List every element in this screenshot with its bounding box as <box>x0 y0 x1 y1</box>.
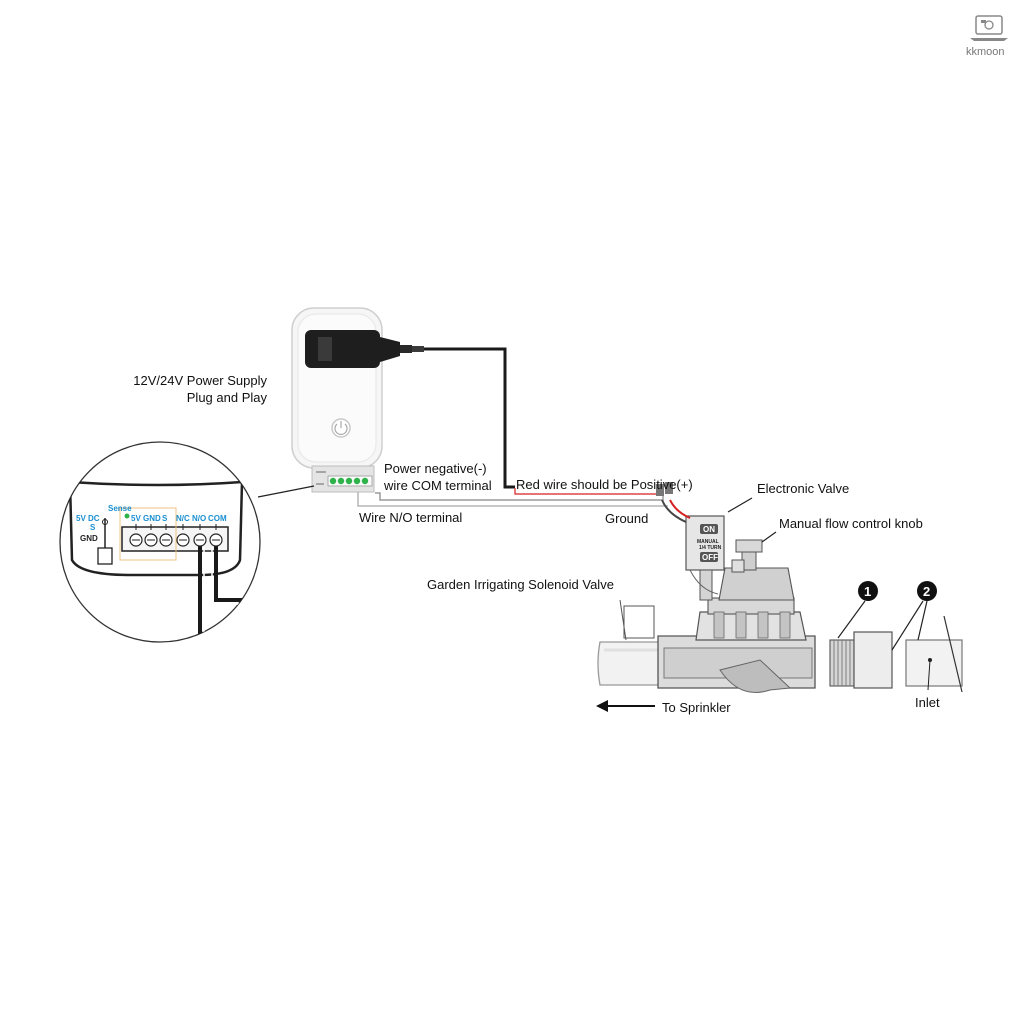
zoom-pointer-line <box>257 485 315 498</box>
threaded-fitting-1 <box>829 631 893 689</box>
no-terminal-label: Wire N/O terminal <box>359 510 462 525</box>
laptop-camera-icon <box>970 15 1008 41</box>
terminal-label-com: COM <box>208 514 227 523</box>
flow-control-knob <box>731 539 763 573</box>
red-wire-label: Red wire should be Positive(+) <box>516 477 693 492</box>
solenoid-coil: ON MANUAL 1/4 TURN OFF <box>656 482 725 601</box>
manual-knob-pointer <box>761 531 777 543</box>
power-plug <box>305 330 424 368</box>
power-supply-label-1: 12V/24V Power Supply <box>133 373 267 388</box>
manual-label: MANUAL <box>697 539 719 545</box>
brand-name: kkmoon <box>966 46 1005 58</box>
terminal-label-s: S <box>162 514 168 523</box>
inlet-label: Inlet <box>915 695 940 710</box>
red-wire <box>514 488 663 495</box>
svg-text:2: 2 <box>923 584 930 599</box>
power-button-icon <box>331 418 351 438</box>
outlet-pipe <box>597 599 671 686</box>
jack-label-s: S <box>90 523 96 532</box>
terminal-label-nc: N/C <box>176 514 190 523</box>
terminal-label-5v: 5V <box>131 514 141 523</box>
electronic-valve-label: Electronic Valve <box>757 481 849 496</box>
solenoid-valve-body <box>657 567 816 693</box>
terminal-screws <box>129 533 223 547</box>
no-wire <box>357 492 668 507</box>
power-supply-label-2: Plug and Play <box>187 390 268 405</box>
turn-label: 1/4 TURN <box>699 545 722 551</box>
power-negative-label-2: wire COM terminal <box>383 478 492 493</box>
sense-label: Sense <box>108 504 132 513</box>
inlet-pipe <box>905 615 963 693</box>
terminal-label-no: N/O <box>192 514 206 523</box>
controller-terminal-block <box>311 465 375 493</box>
on-button: ON <box>700 524 718 534</box>
to-sprinkler-arrow-icon <box>596 700 655 712</box>
svg-text:1: 1 <box>864 584 871 599</box>
on-label: ON <box>703 525 715 534</box>
to-sprinkler-label: To Sprinkler <box>662 700 731 715</box>
off-button: OFF <box>700 552 718 562</box>
power-supply-adapter <box>291 307 424 493</box>
terminal-zoom-view: Sense 5V GND S N/C N/O COM 5V DC S GND <box>59 441 261 643</box>
power-cable <box>424 347 515 489</box>
brand-logo: kkmoon <box>966 15 1008 58</box>
terminal-label-gnd: GND <box>143 514 161 523</box>
power-negative-label-1: Power negative(-) <box>384 461 487 476</box>
solenoid-valve-label: Garden Irrigating Solenoid Valve <box>427 577 614 592</box>
off-label: OFF <box>702 553 718 562</box>
jack-label-5vdc: 5V DC <box>76 514 100 523</box>
callout-2: 2 <box>891 581 937 651</box>
manual-knob-label: Manual flow control knob <box>779 516 923 531</box>
electronic-valve-pointer <box>727 497 753 513</box>
jack-label-gnd: GND <box>80 534 98 543</box>
sensor-jack-icon <box>97 518 113 565</box>
com-wire <box>375 492 664 501</box>
ground-label: Ground <box>605 511 648 526</box>
callout-1: 1 <box>837 581 878 639</box>
